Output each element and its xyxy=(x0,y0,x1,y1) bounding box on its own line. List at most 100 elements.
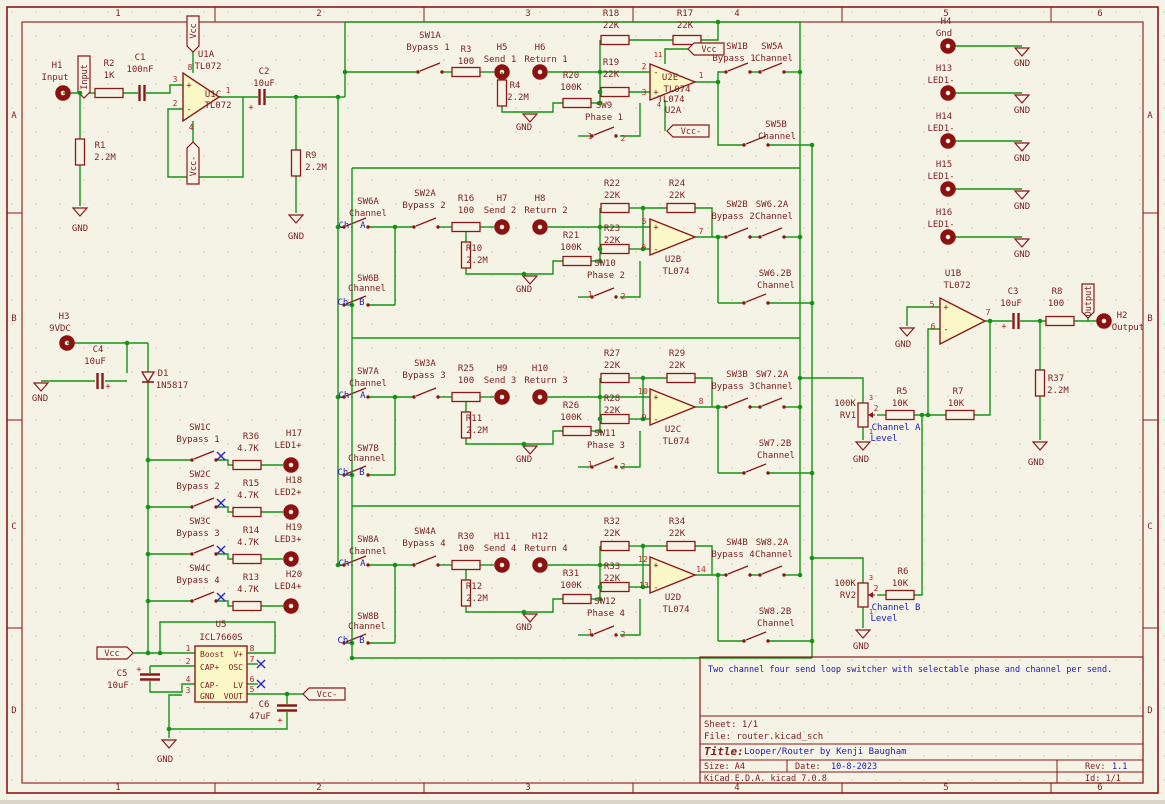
no-connect-icon xyxy=(256,679,266,689)
schematic-text: U2B xyxy=(665,255,681,265)
gnd-symbol xyxy=(1013,47,1031,57)
schematic-text: GND xyxy=(516,623,532,633)
junction xyxy=(521,271,527,277)
schematic-graphics[interactable]: +-+-+-+--++-VccVcc-VccVcc-VccVcc-InputOu… xyxy=(32,9,1144,765)
pad xyxy=(55,85,71,101)
switch-pin xyxy=(758,573,762,577)
schematic-text: SW3B xyxy=(726,370,748,380)
schematic-text: SW8.2B xyxy=(759,607,792,617)
schematic-text: Level xyxy=(870,614,897,624)
wire xyxy=(465,438,524,445)
switch-pin xyxy=(614,465,618,469)
resistor xyxy=(451,221,481,233)
schematic-text: H3 xyxy=(59,312,70,322)
frame-col-label: 3 xyxy=(525,9,530,19)
schematic-text: Gnd xyxy=(936,29,952,39)
resistor xyxy=(460,579,472,607)
schematic-text: SW1A xyxy=(419,31,441,41)
schematic-text: LED1+ xyxy=(274,441,302,451)
schematic-text: 10K xyxy=(948,399,965,409)
schematic-text: 2.2M xyxy=(94,153,116,163)
switch-arm xyxy=(345,555,367,565)
resistor xyxy=(945,409,975,421)
switch-arm xyxy=(745,293,767,303)
schematic-text: - xyxy=(943,325,948,335)
schematic-text: GND xyxy=(853,455,869,465)
junction xyxy=(145,598,151,604)
switch-pin xyxy=(214,505,218,509)
schematic-text: R20 xyxy=(563,71,579,81)
wire xyxy=(465,606,524,613)
schematic-text: Bypass 4 xyxy=(176,576,219,586)
resistor xyxy=(885,589,915,601)
schematic-text: 11 xyxy=(654,51,662,59)
gnd-symbol xyxy=(521,275,539,285)
schematic-text: R27 xyxy=(604,349,620,359)
schematic-text: 7 xyxy=(250,655,255,664)
switch-pin xyxy=(748,235,752,239)
schematic-text: GND xyxy=(516,285,532,295)
switch-arm xyxy=(761,565,783,575)
schematic-text: Ch. A xyxy=(338,221,366,231)
schematic-text: 100K xyxy=(560,581,582,591)
schematic-text: Ch. B xyxy=(337,298,364,308)
resistor xyxy=(600,86,630,98)
schematic-text: SW1B xyxy=(726,42,748,52)
frame-row-label: A xyxy=(11,111,17,121)
schematic-text: 100K xyxy=(560,243,582,253)
pot-wiper-arrow xyxy=(868,412,873,418)
schematic-text: 2 xyxy=(186,657,191,666)
gnd-symbol xyxy=(854,441,872,451)
schematic-text: H20 xyxy=(286,570,302,580)
schematic-text: R17 xyxy=(677,9,693,19)
schematic-text: GND xyxy=(895,340,911,350)
switch-pin xyxy=(342,641,346,645)
switch-pin xyxy=(412,563,416,567)
schematic-text: + xyxy=(653,88,659,98)
schematic-text: 4.7K xyxy=(237,585,259,595)
schematic-text: SW5A xyxy=(761,42,783,52)
schematic-text: Return 3 xyxy=(524,376,567,386)
switch-pin xyxy=(214,599,218,603)
wire xyxy=(800,377,864,403)
schematic-text: C2 xyxy=(259,67,270,77)
schematic-text: Input xyxy=(41,73,68,83)
switch-pin xyxy=(214,552,218,556)
schematic-text: GND xyxy=(853,642,869,652)
date-label: Date: xyxy=(795,762,821,772)
schematic-text: Send 1 xyxy=(484,55,517,65)
junction xyxy=(925,412,931,418)
opamp xyxy=(649,217,697,257)
switch-pin xyxy=(436,225,440,229)
hier-label xyxy=(77,55,91,99)
junction xyxy=(335,94,341,100)
junction xyxy=(597,224,603,230)
wire xyxy=(530,102,566,113)
schematic-text: TL074 xyxy=(662,437,689,447)
schematic-text: R18 xyxy=(603,9,619,19)
switch-pin xyxy=(614,633,618,637)
schematic-text: 2 xyxy=(621,292,626,301)
schematic-text: CAP+ xyxy=(200,663,219,672)
schematic-text: GND xyxy=(288,232,304,242)
wire xyxy=(701,22,719,41)
schematic-text: 1 xyxy=(226,86,231,95)
switch-pin xyxy=(416,70,420,74)
schematic-text: 9 xyxy=(642,413,647,422)
schematic-text: SW6B xyxy=(357,274,379,284)
schematic-text: LED1- xyxy=(927,76,954,86)
schematic-text: 4.7K xyxy=(237,444,259,454)
switch-pin xyxy=(758,70,762,74)
switch-pin xyxy=(366,303,370,307)
wire xyxy=(620,103,641,137)
frame-col-label: 1 xyxy=(115,783,120,793)
wire xyxy=(524,598,566,613)
switch-pin xyxy=(782,70,786,74)
schematic-text: 2.2M xyxy=(466,426,488,436)
schematic-text: 22K xyxy=(669,529,686,539)
schematic-text: 10uF xyxy=(107,681,129,691)
switch-pin xyxy=(436,395,440,399)
switch-pin xyxy=(366,473,370,477)
schematic-text: Channel xyxy=(758,132,796,142)
